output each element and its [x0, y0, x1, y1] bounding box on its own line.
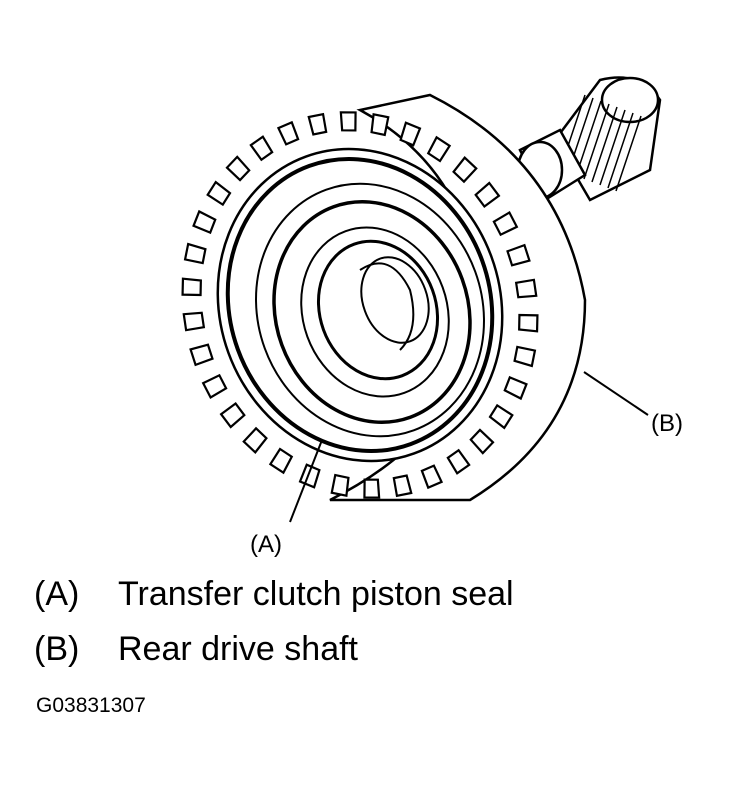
drum-tooth — [189, 343, 214, 367]
drum-tooth — [307, 112, 328, 136]
drum-tooth — [182, 311, 206, 332]
drum-tooth — [363, 478, 381, 499]
drum-tooth — [420, 464, 444, 490]
legend-key: (B) — [34, 630, 80, 668]
drum-tooth — [446, 448, 471, 475]
callout-leader-lines — [289, 371, 649, 523]
shaft-spline — [607, 112, 634, 189]
drum-tooth — [206, 180, 232, 207]
drum-tooth — [298, 463, 321, 489]
drum-tooth — [183, 242, 207, 265]
drum-tooth — [488, 403, 514, 430]
shaft-spline — [615, 115, 642, 192]
drum-tooth — [503, 375, 528, 401]
drum-tooth — [513, 345, 537, 368]
clutch-drum-drawing — [181, 93, 587, 502]
drum-tooth — [518, 313, 539, 333]
legend-text: Rear drive shaft — [118, 630, 358, 668]
drum-tooth — [330, 473, 350, 498]
drum-tooth — [276, 120, 300, 146]
drum-tooth — [399, 121, 422, 147]
drum-tooth — [219, 401, 246, 429]
callout-label-b: (B) — [651, 410, 683, 437]
drum-tooth — [506, 243, 531, 267]
drum-tooth — [392, 474, 413, 498]
rear-drive-shaft-drawing — [516, 76, 662, 202]
drum-tooth — [192, 209, 217, 235]
figure-code: G03831307 — [36, 694, 146, 717]
shaft-spline — [599, 109, 626, 186]
clutch-drum-illustration — [181, 76, 662, 523]
shaft-spline — [591, 106, 618, 183]
drum-tooth — [268, 447, 294, 475]
drum-tooth — [370, 112, 390, 137]
legend-text: Transfer clutch piston seal — [118, 575, 514, 613]
drum-tooth — [514, 278, 538, 299]
drum-tooth — [249, 135, 274, 162]
drum-tooth — [201, 373, 228, 400]
callout-label-a: (A) — [250, 531, 282, 558]
drum-tooth — [452, 156, 478, 184]
drum-tooth — [474, 181, 501, 209]
drum-tooth — [225, 155, 251, 182]
legend-row: (A) Transfer clutch piston seal — [34, 575, 514, 614]
drum-tooth — [426, 135, 452, 163]
legend-row: (B) Rear drive shaft — [34, 630, 358, 669]
legend-key: (A) — [34, 575, 80, 613]
shaft-spline — [575, 100, 602, 177]
drum-tooth — [242, 426, 268, 454]
drum-tooth — [492, 210, 519, 237]
drum-tooth — [469, 428, 495, 455]
shaft-spline — [583, 103, 610, 180]
drum-tooth — [181, 277, 202, 297]
drum-tooth — [339, 111, 357, 132]
